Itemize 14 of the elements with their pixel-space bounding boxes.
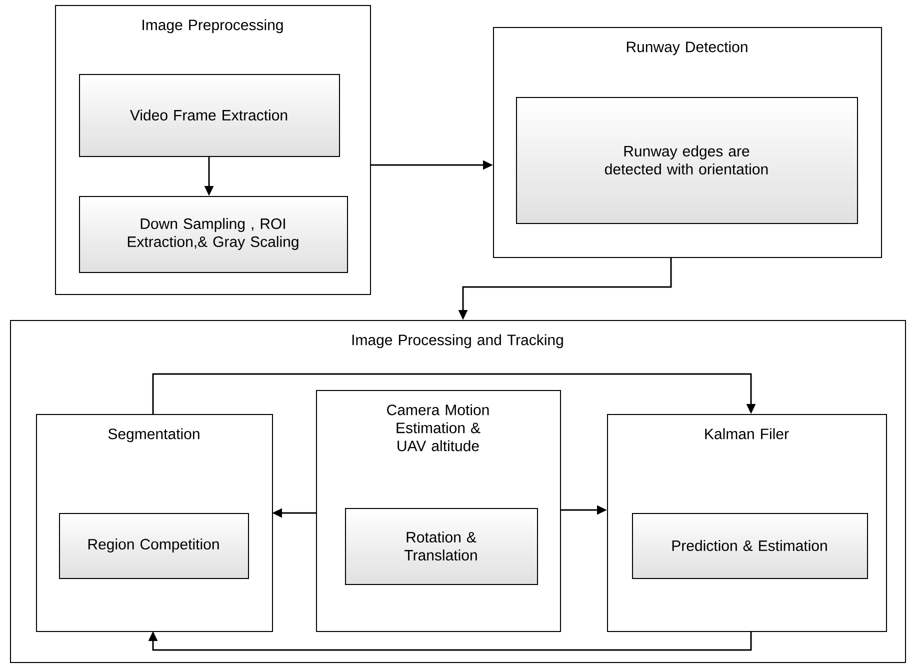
process-box: Region Competition <box>59 513 249 579</box>
process-box: Prediction & Estimation <box>632 513 868 579</box>
box-heading: Kalman Filer <box>705 428 789 440</box>
arrow <box>148 631 752 651</box>
box-heading: Image Processing and Tracking <box>352 334 563 348</box>
arrow <box>152 373 756 414</box>
process-box: Runway edges are detected with orientation <box>516 97 858 224</box>
box-heading: Segmentation <box>108 428 200 442</box>
process-box: Video Frame Extraction <box>79 74 340 157</box>
box-heading: Camera Motion Estimation & UAV altitude <box>387 404 489 452</box>
box-heading: Runway Detection <box>626 41 748 56</box>
box-heading: Image Preprocessing <box>142 19 283 34</box>
process-box: Down Sampling , ROI Extraction,& Gray Scaling <box>79 196 348 273</box>
process-box: Rotation & Translation <box>345 508 538 585</box>
